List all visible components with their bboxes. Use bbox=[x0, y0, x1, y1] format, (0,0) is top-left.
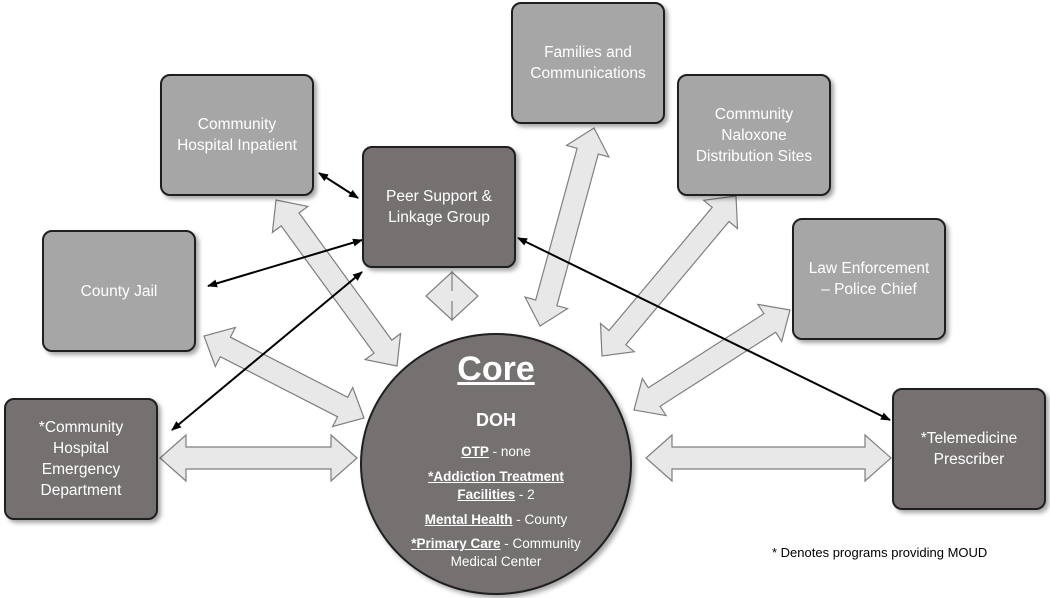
primary-value-1: - Community bbox=[500, 536, 581, 551]
core-circle: Core DOH OTP - none *Addiction Treatment… bbox=[360, 333, 632, 595]
jail-core-arrow bbox=[203, 326, 365, 428]
core-subtitle: DOH bbox=[476, 410, 516, 430]
hospital-inpatient-line1: Community bbox=[197, 116, 277, 133]
peer-support-line2: Linkage Group bbox=[388, 209, 490, 226]
naloxone-line1: Community bbox=[714, 105, 794, 123]
addiction-label-2: Facilities bbox=[457, 487, 516, 502]
naloxone-line2: Naloxone bbox=[721, 126, 787, 144]
naloxone-line3: Distribution Sites bbox=[695, 147, 813, 165]
thin-arrows bbox=[171, 172, 891, 431]
emergency-dept-line3: Emergency bbox=[41, 461, 121, 478]
core-addiction-line-2: Facilities - 2 bbox=[382, 486, 610, 504]
core-otp-line: OTP - none bbox=[382, 443, 610, 461]
otp-label: OTP bbox=[461, 444, 489, 459]
telemedicine-line1: *Telemedicine bbox=[920, 430, 1018, 447]
families-line1: Families and bbox=[544, 44, 632, 61]
emergency-dept-box: *Community Hospital Emergency Department bbox=[4, 398, 158, 520]
law-enforcement-box: Law Enforcement – Police Chief bbox=[792, 218, 946, 340]
emergency-core-arrow bbox=[159, 433, 358, 483]
mental-label: Mental Health bbox=[424, 512, 513, 527]
core-mental-line: Mental Health - County bbox=[382, 511, 610, 529]
county-jail-box: County Jail bbox=[42, 230, 196, 352]
peer-support-line1: Peer Support & bbox=[386, 188, 492, 205]
families-line2: Communications bbox=[530, 65, 646, 82]
emergency-peer-link bbox=[171, 271, 363, 431]
peer-telemedicine-link bbox=[517, 237, 891, 421]
inpatient-peer-link bbox=[318, 172, 359, 199]
addiction-value: - 2 bbox=[515, 487, 535, 502]
primary-value-2: Medical Center bbox=[450, 554, 542, 569]
core-title: Core bbox=[457, 350, 535, 388]
core-addiction-line: *Addiction Treatment bbox=[382, 468, 610, 486]
emergency-dept-line4: Department bbox=[40, 482, 122, 499]
naloxone-box: Community Naloxone Distribution Sites bbox=[677, 74, 831, 196]
families-box: Families and Communications bbox=[511, 2, 665, 124]
primary-label: *Primary Care bbox=[411, 536, 501, 551]
telemedicine-box: *Telemedicine Prescriber bbox=[892, 388, 1046, 510]
law-enforcement-line1: Law Enforcement bbox=[808, 260, 930, 277]
footnote: * Denotes programs providing MOUD bbox=[772, 545, 988, 560]
naloxone-core-arrow bbox=[599, 195, 739, 357]
core-primary-line-2: Medical Center bbox=[382, 553, 610, 571]
hospital-inpatient-line2: Hospital Inpatient bbox=[177, 137, 297, 154]
emergency-dept-line1: *Community bbox=[38, 419, 124, 436]
addiction-label-1: *Addiction Treatment bbox=[428, 469, 564, 484]
core-primary-line: *Primary Care - Community bbox=[382, 535, 610, 553]
peer-support-box: Peer Support & Linkage Group bbox=[362, 146, 516, 268]
law-enforcement-line2: – Police Chief bbox=[821, 281, 917, 298]
hospital-inpatient-box: Community Hospital Inpatient bbox=[160, 74, 314, 196]
telemedicine-line2: Prescriber bbox=[933, 451, 1005, 468]
emergency-dept-line2: Hospital bbox=[53, 440, 109, 457]
telemedicine-core-arrow bbox=[645, 433, 892, 483]
peer-core-diamond bbox=[425, 270, 479, 322]
county-jail-line1: County Jail bbox=[80, 282, 158, 300]
otp-value: - none bbox=[488, 444, 531, 459]
families-core-arrow bbox=[523, 127, 611, 327]
mental-value: - County bbox=[512, 512, 568, 527]
